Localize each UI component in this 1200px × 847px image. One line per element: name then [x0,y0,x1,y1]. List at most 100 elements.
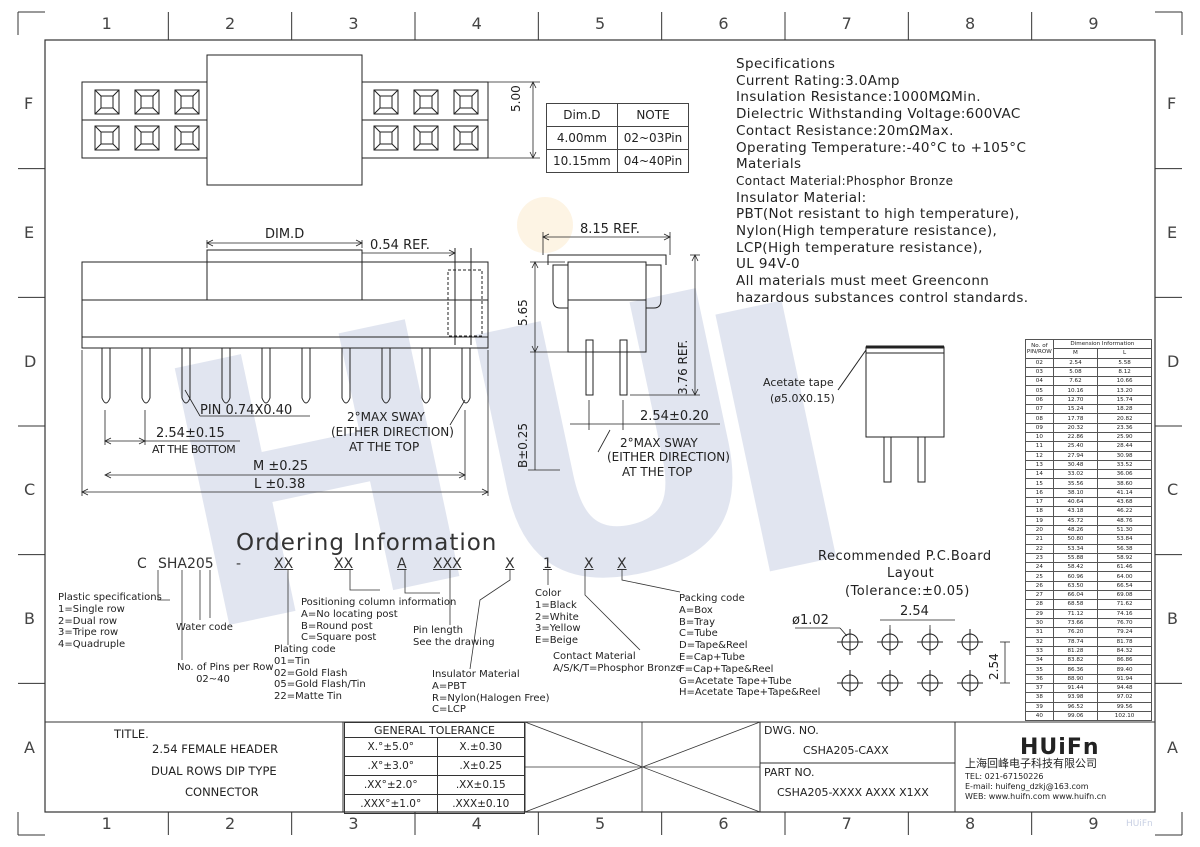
grid-col-label-bottom: 4 [471,814,482,833]
dim-cell: 73.66 [1052,617,1099,629]
note-cell: 4.00mm [546,126,618,150]
dim-cell: 45.72 [1052,515,1099,526]
dim-cell: 43.18 [1052,506,1099,517]
spec-line: Nylon(High temperature resistance), [736,223,998,240]
grid-row-label-left: C [24,480,36,500]
dim-cell: 15.74 [1097,394,1152,406]
contact-cavity-inner [419,131,433,145]
dim-cell: 55.88 [1052,552,1099,564]
tolerance-cell: .XX°±2.0° [344,775,438,795]
top-height-dim [488,81,540,159]
at-bottom-label: AT THE BOTTOM [152,443,236,456]
dim-cell: 48.26 [1052,524,1099,536]
ref-054-label: 0.54 REF. [370,238,430,253]
tolerance-cell: .XX±0.15 [436,775,526,795]
dim-cell: 60.96 [1052,571,1099,582]
order-code-part: X [505,556,515,572]
dim-cell: 76.20 [1052,627,1099,638]
title-line-2: DUAL ROWS DIP TYPE [151,764,277,778]
grid-col-label-top: 5 [595,14,606,33]
contact-cavity-inner [140,131,154,145]
l-dim-label: L ±0.38 [254,477,306,492]
pcb-hole-crosshair [877,670,903,696]
pcb-hole-crosshair [917,670,943,696]
spec-line: All materials must meet Greenconn [736,273,990,290]
contact-cavity-inner [459,131,473,145]
dim-note-table: Dim.D NOTE 4.00mm 02~03Pin 10.15mm 04~40… [546,103,690,173]
contact-cavity-inner [140,95,154,109]
side-sway-label-1: 2°MAX SWAY [620,436,698,450]
dimension-table: No. of PIN/ROW Dimension Information M L… [1025,338,1153,722]
ordering-title: Ordering Information [236,530,498,556]
water-code-note: Water code [176,622,233,633]
contact-cavity-corners [94,125,120,151]
dim-cell: 81.28 [1052,645,1099,657]
dim-cell: 14 [1025,469,1054,480]
dim-cell: 18 [1025,506,1054,517]
grid-col-label-top: 2 [225,14,236,33]
dim-cell: 53.84 [1097,534,1152,545]
pcb-tolerance: (Tolerance:±0.05) [845,584,970,599]
grid-row-label-left: E [24,223,35,242]
contact-cavity-inner [100,131,114,145]
dim-cell: 36.06 [1097,469,1152,480]
contact-cavity [453,125,479,151]
dim-cell: 35.56 [1052,478,1099,489]
pcb-hole-crosshair [837,629,863,655]
contact-cavity-corners [134,89,160,115]
pcb-hole-crosshair [877,629,903,655]
dim-cell: 06 [1025,394,1054,406]
dim-header-info: Dimension Information [1052,338,1153,350]
order-code-part: XX [274,556,294,572]
dim-cell: 99.56 [1097,701,1152,712]
pin-size-label: PIN 0.74X0.40 [200,403,293,418]
dim-cell: 41.14 [1097,487,1152,499]
dim-cell: 12.70 [1052,394,1099,406]
side-sway-label-2: (EITHER DIRECTION) [607,450,730,464]
dim-cell: 93.98 [1052,692,1099,703]
spec-line: Contact Material:Phosphor Bronze [736,173,954,188]
side-view [547,254,667,396]
contact-cavity-corners [94,89,120,115]
sway-label-1: 2°MAX SWAY [347,410,425,424]
tolerance-cell: X.±0.30 [436,737,526,757]
dim-cell: 88.90 [1052,673,1099,685]
header-pin [341,348,351,404]
order-code-part: C [137,556,147,572]
dim-header-m: M [1052,348,1099,359]
contact-cavity [453,89,479,115]
dim-cell: 86.86 [1097,655,1152,666]
dim-cell: 79.24 [1097,627,1152,638]
dim-cell: 35 [1025,664,1054,675]
dim-cell: 03 [1025,366,1054,378]
company-tel: TEL: 021-67150226 [965,772,1044,781]
dim-cell: 7.62 [1052,376,1099,387]
dim-cell: 33 [1025,645,1054,657]
spec-line: hazardous substances control standards. [736,289,1029,306]
dim-cell: 8.12 [1097,366,1152,378]
sway-label-3: AT THE TOP [349,440,420,454]
dim-cell: 30.98 [1097,450,1152,461]
dim-cell: 20 [1025,524,1054,536]
dim-cell: 31 [1025,627,1054,638]
pcb-dims [795,619,1010,684]
grid-row-label-right: F [1167,94,1177,114]
contact-cavity [373,125,399,151]
dim-cell: 63.50 [1052,580,1099,592]
packing-code-note: Packing code A=Box B=Tray C=Tube D=Tape&… [679,593,821,699]
pcb-hole-crosshair [957,670,983,696]
